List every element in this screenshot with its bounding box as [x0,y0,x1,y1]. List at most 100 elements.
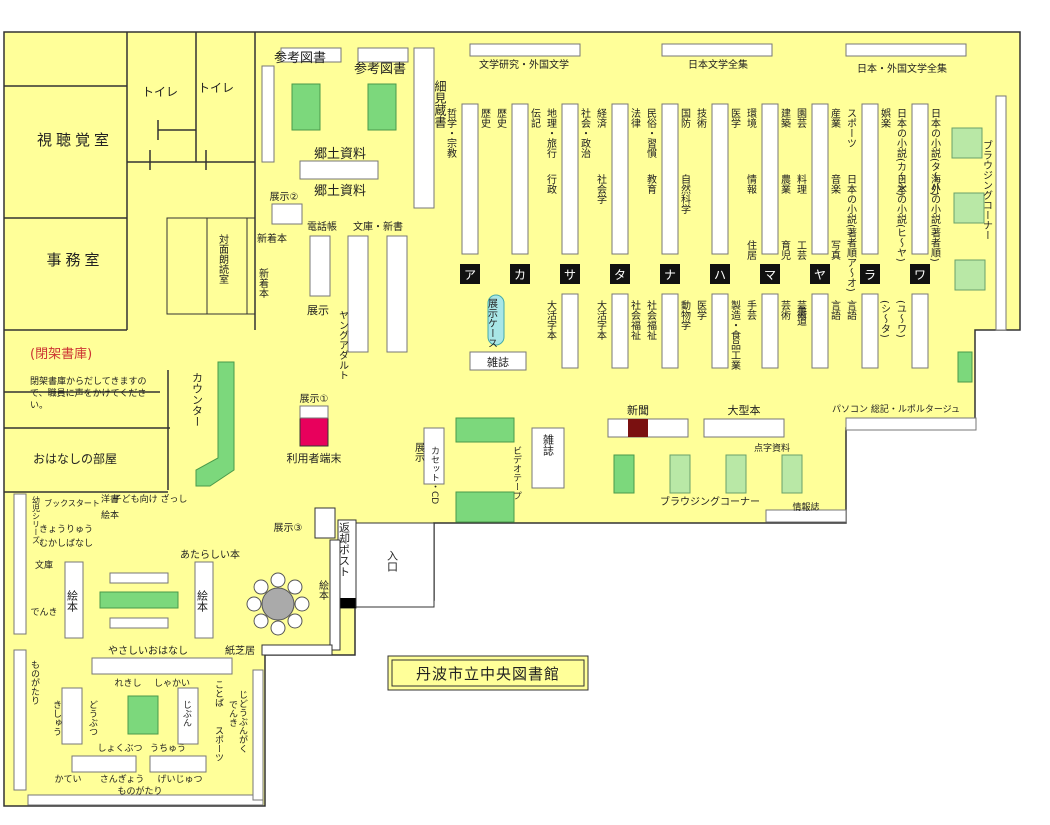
office-label: 事務室 [46,251,103,269]
entrance-area [261,507,435,656]
aisle-upper-label: 音楽 [829,173,841,195]
tales-2-label: ものがたり [29,660,40,705]
stool [287,579,303,595]
large-print-label: 大型本 [728,403,761,417]
aisle-upper-label: 育児 [779,239,791,261]
toilet-1-label: トイレ [142,85,178,99]
counter-label: カウンター [191,372,204,427]
aisle-upper-label: 国防 [679,108,691,129]
self-label: じぶん [181,700,192,727]
aisle-lower-label: 言語 [845,299,857,321]
upper-shelf [911,103,929,255]
lower-shelf [661,293,679,369]
phonebook-label: 電話帳 [307,220,337,233]
aisle-upper-label: 民俗・習慣 [645,108,657,159]
aisle-tag: カ [514,268,526,282]
old-tales-label: むかしばなし [39,538,93,549]
rare-collection-label: 細見蔵書 [433,80,447,129]
aisle-tag: ア [464,268,476,282]
aisle-upper-label: 日本の小説(タ〜ハ) [929,108,941,196]
picture-books-1-label: 絵本 [66,589,79,613]
display-mid-label: 展示 [307,304,329,317]
lower-shelf [561,293,579,369]
info-magazine-label: 情報誌 [792,501,819,513]
child-new-books-label: あたらしい本 [180,548,240,561]
reference-table-1 [291,83,321,131]
picture-books-2-label: 絵本 [196,589,209,613]
stool [270,572,286,588]
picture-books-3-label: 絵本 [101,509,119,521]
aisle-tag-box [760,264,780,284]
society-label: しゃかい [154,678,190,689]
return-post-label: 返却ポスト [338,522,351,577]
user-terminal-label: 利用者端末 [287,451,342,465]
words-label: ことば [213,680,224,707]
toilet-2-label: トイレ [198,81,234,95]
aisle-upper-label: 医学 [729,108,741,128]
aisle-tag-box [660,264,680,284]
display-1-label: 展示① [300,393,329,405]
upper-shelf [511,103,529,255]
stool [287,613,303,629]
aisle-tag: マ [764,268,776,282]
aisle-lower-label: 芸術 [779,299,791,321]
aisle-lower-label: 言語 [829,299,841,321]
aisle-tag: ラ [864,268,876,282]
browsing-bottom-label: ブラウジングコーナー [660,495,760,508]
top-perimeter-shelves [469,43,1007,383]
stool [294,596,310,612]
cassette-cd-label: カセット・CD [429,446,440,504]
pc-docs-label: パソコン 総記・ルポルタージュ [832,403,960,415]
aisle-tag: ヤ [814,268,826,282]
aisle-upper-label: 工芸 [795,240,807,261]
aisle-tag-box [560,264,580,284]
aisle-lower-label: 医学 [695,300,707,320]
aisle-upper-label: 歴史 [479,108,491,129]
toddler-label: 幼児シリーズ [32,495,41,544]
home-label: かてい [54,774,81,785]
sports-label: スポーツ [213,726,224,762]
user-terminal[interactable] [299,417,329,447]
animals-label: どうぶつ [87,700,98,736]
reference-1-label: 参考図書 [274,50,326,66]
upper-shelf [561,103,579,255]
aisle-upper-label: 教育 [645,173,657,195]
aisle-upper-label: 自然科学 [679,173,691,214]
entrance-door[interactable] [355,522,435,608]
aisle-upper-label: 情報 [745,173,757,195]
upper-shelf [761,103,779,255]
stool [253,579,269,595]
story-room-label: おはなしの部屋 [33,451,117,466]
aisle-lower-label: 製造・食品工業 [729,299,741,371]
aisle-tag: タ [614,268,626,282]
lower-shelf [711,293,729,369]
aisle-upper-label: 料理 [795,173,807,194]
aisle-tag: サ [564,268,576,282]
aisle-upper-label: 伝記 [529,108,541,129]
plants-label: しょくぶつ [97,743,142,754]
upper-shelf [711,103,729,255]
display-case [487,294,505,346]
aisle-tag-box [860,264,880,284]
lower-shelf [861,293,879,369]
braille-label: 点字資料 [754,442,790,454]
video-tape-label: ビデオテープ [511,446,522,500]
aisle-tag: ナ [664,268,676,282]
aisle-upper-label: 書道 [795,305,807,326]
upper-shelf [461,103,479,255]
upper-shelf [811,103,829,255]
middle-fixtures [195,294,977,523]
aisle-lower-label: 動物学 [679,299,691,330]
reference-2-label: 参考図書 [354,61,406,77]
closed-stacks-title: (閉架書庫) [30,347,92,362]
aisle-upper-label: 日本の小説(ヒ〜ヤ) [895,174,907,262]
aisle-upper-label: 環境 [745,108,757,129]
biography-label: でんき [227,700,238,727]
left-rooms [4,32,256,490]
aisle-tag: ワ [914,268,926,282]
display-cd-label: 展示 [413,442,425,462]
lower-shelf [911,293,929,369]
lit-research-label: 文学研究・外国文学 [479,58,569,71]
stool [253,613,269,629]
aisle-upper-label: 建築 [779,107,791,129]
